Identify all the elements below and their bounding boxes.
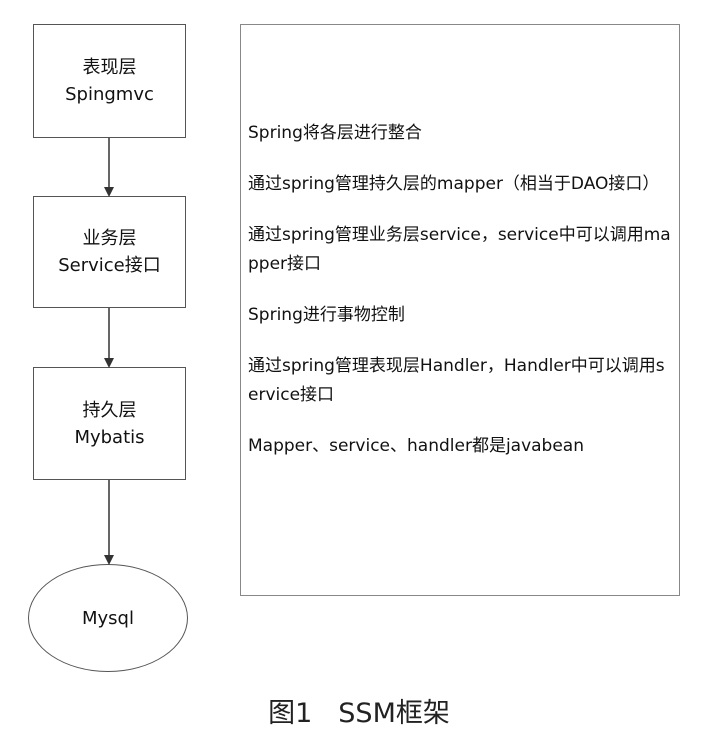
note-item: 通过spring管理持久层的mapper（相当于DAO接口） <box>248 174 660 194</box>
business-layer-box: 业务层 Service接口 <box>33 196 186 308</box>
persistence-layer-tech: Mybatis <box>74 426 145 448</box>
note-item: Mapper、service、handler都是javabean <box>248 436 584 456</box>
database-node: Mysql <box>28 564 188 672</box>
database-label: Mysql <box>82 607 134 629</box>
persistence-layer-name: 持久层 <box>82 399 137 421</box>
note-item: 通过spring管理表现层Handler，Handler中可以调用service… <box>248 356 665 405</box>
presentation-layer-tech: Spingmvc <box>65 84 154 105</box>
figure-caption: 图1 SSM框架 <box>0 694 718 734</box>
caption-title: SSM框架 <box>338 698 450 729</box>
caption-number: 图1 <box>268 698 313 729</box>
presentation-layer-name: 表现层 <box>82 57 137 78</box>
notes-panel: Spring将各层进行整合 通过spring管理持久层的mapper（相当于DA… <box>240 24 680 596</box>
notes-list: Spring将各层进行整合 通过spring管理持久层的mapper（相当于DA… <box>248 119 672 483</box>
business-layer-tech: Service接口 <box>58 255 161 276</box>
business-layer-name: 业务层 <box>82 228 137 249</box>
note-item: Spring将各层进行整合 <box>248 123 422 143</box>
note-item: 通过spring管理业务层service，service中可以调用mapper接… <box>248 225 671 274</box>
note-item: Spring进行事物控制 <box>248 305 405 325</box>
persistence-layer-box: 持久层 Mybatis <box>33 367 186 480</box>
presentation-layer-box: 表现层 Spingmvc <box>33 24 186 138</box>
